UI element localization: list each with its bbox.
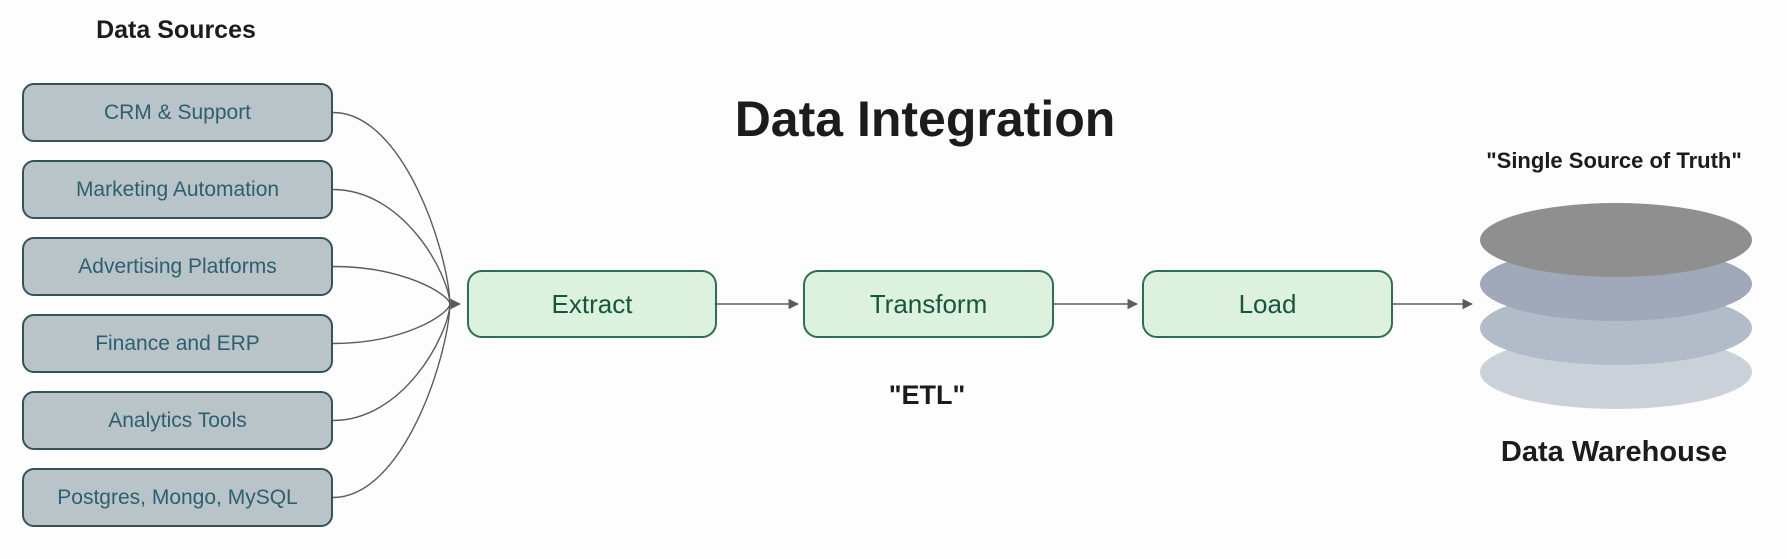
edge-advertising-to-extract — [332, 265, 451, 305]
warehouse-tagline: "Single Source of Truth" — [1486, 148, 1742, 173]
step-node-label: Transform — [869, 288, 988, 319]
source-node-marketing: Marketing Automation — [22, 160, 333, 219]
warehouse-label: Data Warehouse — [1500, 436, 1728, 468]
step-node-label: Extract — [551, 288, 633, 319]
pipeline-node-transform: Transform — [803, 270, 1054, 338]
source-node-crm: CRM & Support — [22, 83, 333, 142]
source-node-advertising: Advertising Platforms — [22, 237, 333, 296]
page-title: Data Integration — [734, 91, 1116, 147]
source-node-analytics: Analytics Tools — [22, 391, 333, 450]
edge-databases-to-extract — [332, 303, 451, 499]
step-node-label: Load — [1238, 288, 1297, 319]
warehouse-disk-top — [1480, 203, 1752, 277]
source-node-label: Finance and ERP — [95, 331, 260, 355]
data-sources-heading: Data Sources — [96, 16, 256, 44]
source-node-label: CRM & Support — [103, 100, 252, 124]
source-node-label: Analytics Tools — [108, 408, 247, 432]
etl-caption: "ETL" — [888, 380, 966, 410]
edge-finance-to-extract — [332, 303, 451, 345]
source-node-label: Postgres, Mongo, MySQL — [57, 485, 298, 509]
pipeline-node-extract: Extract — [467, 270, 717, 338]
source-node-label: Marketing Automation — [75, 177, 280, 201]
edge-marketing-to-extract — [332, 188, 451, 305]
edge-analytics-to-extract — [332, 303, 451, 422]
pipeline-node-load: Load — [1142, 270, 1393, 338]
edge-crm-to-extract — [332, 111, 451, 305]
source-node-label: Advertising Platforms — [78, 254, 277, 278]
source-node-databases: Postgres, Mongo, MySQL — [22, 468, 333, 527]
source-node-finance: Finance and ERP — [22, 314, 333, 373]
